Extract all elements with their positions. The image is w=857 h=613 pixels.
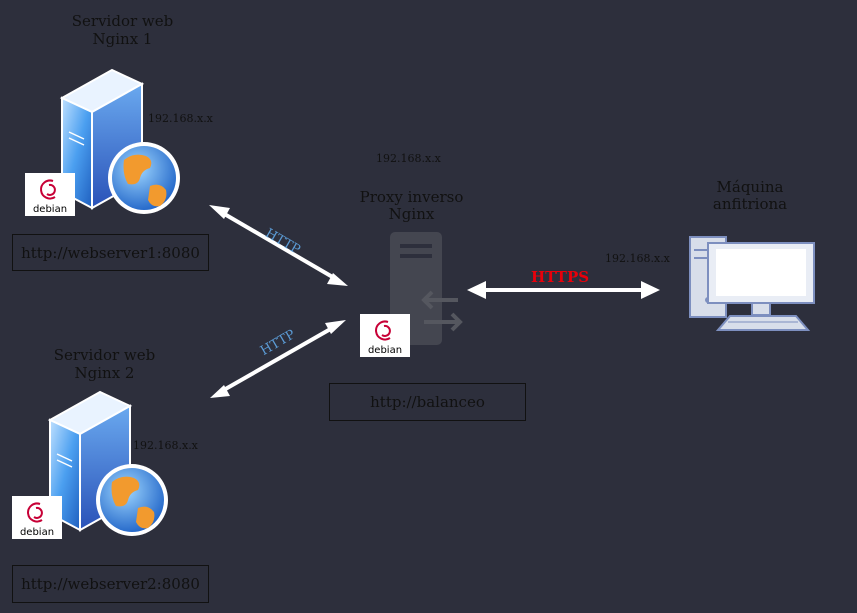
server1-url-box: http://webserver1:8080 (12, 234, 209, 271)
server1-url: http://webserver1:8080 (21, 243, 200, 262)
proxy-title-line1: Proxy inverso (359, 188, 464, 206)
server1-ip: 192.168.x.x (148, 112, 213, 125)
server2-os-label: debian (19, 527, 55, 538)
proxy-title: Proxy inverso Nginx (349, 189, 474, 223)
proxy-ip: 192.168.x.x (376, 152, 441, 165)
server2-ip: 192.168.x.x (133, 439, 198, 452)
proxy-os-logo: debian (360, 314, 410, 357)
server1-title-line1: Servidor web (71, 12, 174, 30)
server1-os-logo: debian (25, 173, 75, 216)
http-label-top: HTTP (262, 226, 303, 258)
server1-os-label: debian (32, 204, 68, 215)
server2-url: http://webserver2:8080 (21, 575, 200, 593)
host-ip: 192.168.x.x (605, 252, 670, 265)
server1-title-line2: Nginx 1 (92, 30, 153, 48)
debian-swirl-icon (375, 320, 391, 341)
server2-title-line1: Servidor web (53, 346, 156, 364)
host-title: Máquina anfitriona (690, 179, 810, 213)
debian-swirl-icon (40, 179, 56, 200)
proxy-title-line2: Nginx (388, 205, 435, 223)
host-title-line2: anfitriona (712, 195, 788, 213)
https-label: HTTPS (531, 268, 590, 286)
server2-title-line2: Nginx 2 (74, 364, 135, 382)
server1-title: Servidor web Nginx 1 (60, 12, 185, 48)
arrow-server2-proxy (210, 320, 346, 398)
proxy-os-label: debian (367, 345, 403, 356)
server2-title: Servidor web Nginx 2 (42, 346, 167, 382)
debian-swirl-icon (27, 502, 43, 523)
http-label-bottom: HTTP (258, 327, 299, 359)
server2-url-box: http://webserver2:8080 (12, 565, 209, 603)
proxy-url: http://balanceo (370, 393, 485, 411)
proxy-url-box: http://balanceo (329, 383, 526, 421)
server2-os-logo: debian (12, 496, 62, 539)
host-title-line1: Máquina (716, 178, 784, 196)
